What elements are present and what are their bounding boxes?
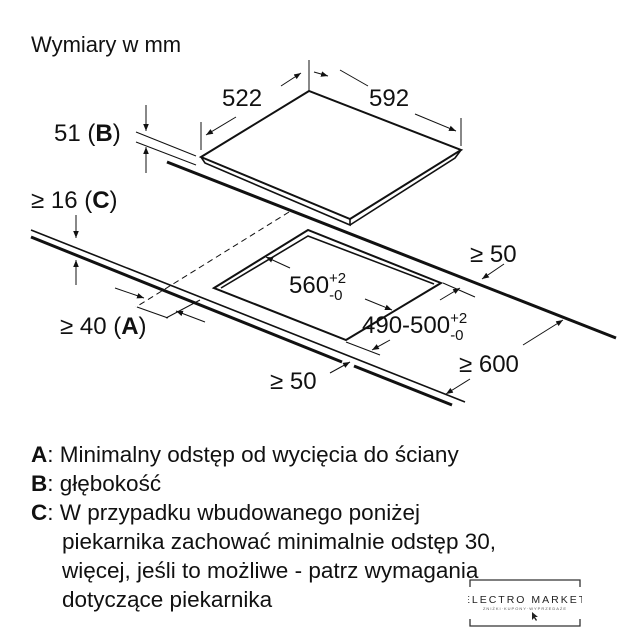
svg-text:ZNIŻKI·KUPONY·WYPRZEDAŻE: ZNIŻKI·KUPONY·WYPRZEDAŻE <box>483 606 567 611</box>
wall-gap-label: ≥ 16 (C) <box>31 187 118 214</box>
diagram-title: Wymiary w mm <box>31 32 181 57</box>
legend-letter: C <box>31 500 48 525</box>
svg-text:ELECTRO MARKET: ELECTRO MARKET <box>468 594 582 606</box>
dimension-lines <box>73 60 564 395</box>
back-min-label: ≥ 50 <box>470 241 517 268</box>
counter-depth-label: ≥ 600 <box>459 351 519 378</box>
cutout <box>211 228 444 342</box>
legend-continuation: piekarnika zachować minimalnie odstęp 30… <box>62 529 496 554</box>
legend: A: Minimalny odstęp od wycięcia do ścian… <box>31 440 496 614</box>
legend-letter: B <box>31 471 48 496</box>
hob <box>198 89 464 227</box>
legend-item-a: A: Minimalny odstęp od wycięcia do ścian… <box>31 440 496 469</box>
legend-text: : Minimalny odstęp od wycięcia do ściany <box>47 442 459 467</box>
dimension-labels: 522 592 51 (B) ≥ 16 (C) ≥ 50 560+2-0 490… <box>31 85 519 395</box>
depth-label: 522 <box>222 85 262 112</box>
width-label: 592 <box>369 85 409 112</box>
legend-item-c: C: W przypadku wbudowanego poniżej <box>31 498 496 527</box>
legend-continuation: dotyczące piekarnika <box>62 587 273 612</box>
legend-item-b: B: głębokość <box>31 469 496 498</box>
legend-continuation: więcej, jeśli to możliwe - patrz wymagan… <box>62 558 479 583</box>
legend-text: : W przypadku wbudowanego poniżej <box>47 500 420 525</box>
side-min-label: ≥ 40 (A) <box>60 313 147 340</box>
legend-letter: A <box>31 442 48 467</box>
front-min-label: ≥ 50 <box>270 368 317 395</box>
thickness-label: 51 (B) <box>54 120 121 147</box>
watermark-logo: ELECTRO MARKET ZNIŻKI·KUPONY·WYPRZEDAŻE <box>468 579 582 627</box>
cutout-depth-label: 490-500+2-0 <box>362 310 467 344</box>
cutout-width-label: 560+2-0 <box>289 270 346 304</box>
legend-text: : głębokość <box>47 471 162 496</box>
countertop <box>30 160 617 407</box>
